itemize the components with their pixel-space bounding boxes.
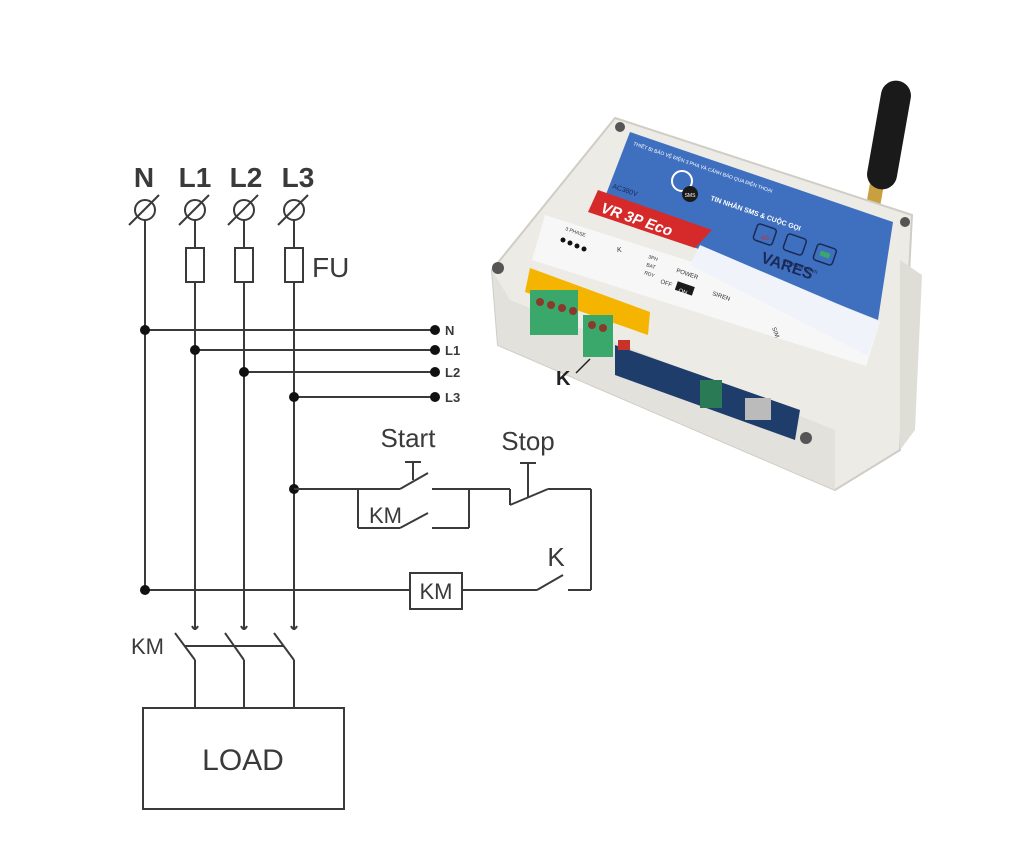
junction-dot <box>239 367 249 377</box>
warning-strip <box>525 268 650 335</box>
phone-icon <box>782 233 807 256</box>
junction-dot <box>190 345 200 355</box>
fuse-l1 <box>185 247 205 283</box>
sms-icon: SMS <box>671 170 698 202</box>
antenna-icon <box>865 80 911 211</box>
load-label: LOAD <box>202 744 284 777</box>
junction-dot <box>289 392 299 402</box>
k-contact-symbol <box>536 574 564 591</box>
bus-label-n: N <box>445 323 454 338</box>
bus-label-l3: L3 <box>445 390 460 405</box>
terminal-block-k <box>583 315 613 357</box>
svg-text:4G: 4G <box>761 236 769 242</box>
km-aux-label: KM <box>369 503 402 528</box>
svg-text:SMS: SMS <box>685 193 697 199</box>
km-aux-contact <box>399 512 429 529</box>
blue-panel <box>600 132 893 320</box>
start-label: Start <box>381 423 437 453</box>
bus-terminal-dot <box>430 392 440 402</box>
bus-terminal-dot <box>430 367 440 377</box>
svg-text:SIREN: SIREN <box>711 291 730 303</box>
k-pointer-arrow <box>575 358 591 374</box>
bus-terminal-dot <box>430 345 440 355</box>
junction-dot <box>140 325 150 335</box>
fuse-l3 <box>284 247 304 283</box>
device-illustration: VR 3P Eco AC380V THIẾT BỊ BẢO VỆ ĐIỆN 3 … <box>490 80 922 492</box>
svg-text:BAT: BAT <box>645 262 656 271</box>
bus-label-l2: L2 <box>445 365 460 380</box>
fuse-label: FU <box>312 252 349 283</box>
terminal-label-l1: L1 <box>179 162 212 193</box>
km-main-label: KM <box>131 634 164 659</box>
model-banner <box>588 190 712 248</box>
k-contact-label: K <box>547 542 565 572</box>
stop-label: Stop <box>501 426 555 456</box>
terminal-label-l2: L2 <box>230 162 263 193</box>
fuse-l2 <box>234 247 254 283</box>
bus-terminal-dot <box>430 325 440 335</box>
svg-text:SIM: SIM <box>770 327 779 339</box>
svg-text:K: K <box>617 247 622 254</box>
load-box <box>142 707 345 810</box>
battery-icon <box>812 243 837 266</box>
bus-label-l1: L1 <box>445 343 460 358</box>
km-main-contacts <box>174 625 298 708</box>
terminal-label-l3: L3 <box>282 162 315 193</box>
terminal-label-n: N <box>134 162 154 193</box>
4g-icon <box>752 223 777 246</box>
svg-text:RDY: RDY <box>643 270 656 279</box>
junction-dot <box>140 585 150 595</box>
stop-button-symbol <box>509 462 549 506</box>
svg-text:OFF: OFF <box>659 279 673 289</box>
k-pointer-label: K <box>556 368 571 390</box>
svg-text:3PH: 3PH <box>647 254 659 263</box>
svg-text:ON: ON <box>677 288 687 297</box>
km-coil-label: KM <box>420 579 453 604</box>
start-button-symbol <box>399 461 429 490</box>
